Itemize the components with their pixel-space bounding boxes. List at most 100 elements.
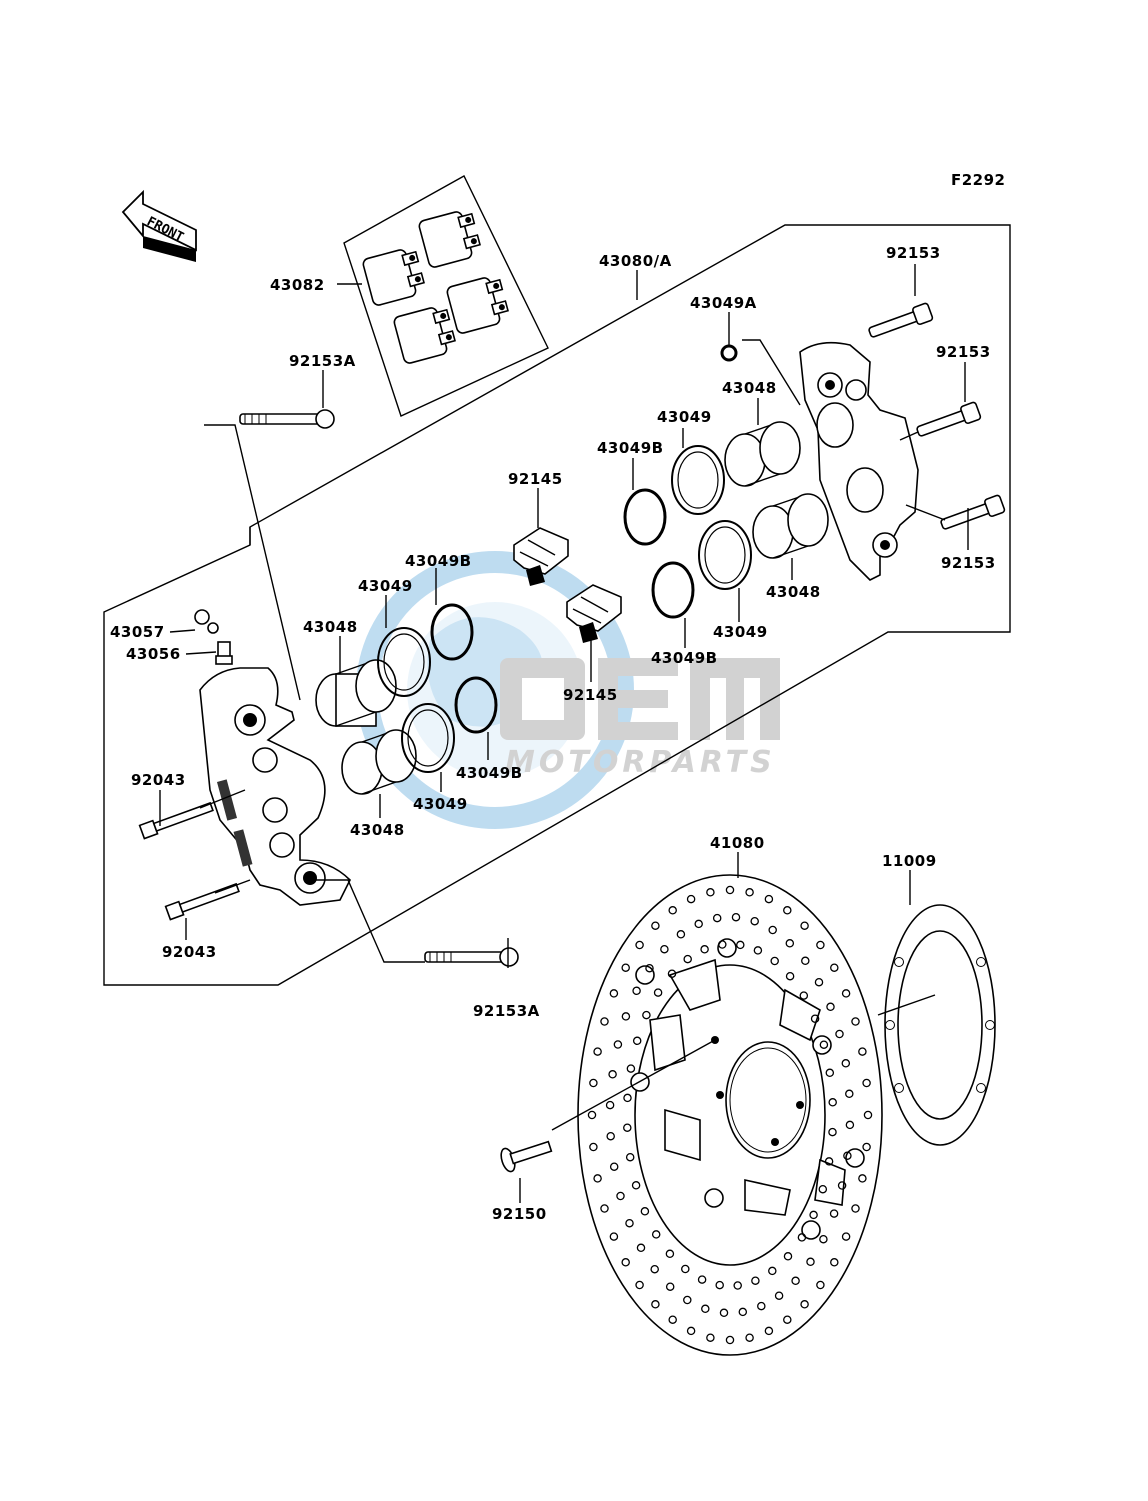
disc-vent-hole [830, 963, 839, 972]
disc-vent-hole [818, 1184, 828, 1194]
disc-vent-hole [593, 1047, 602, 1056]
bolt-92153-b [916, 401, 982, 437]
disc-vent-hole [825, 1068, 835, 1078]
spring-92145-bottom [566, 584, 622, 643]
disc-vent-hole [589, 1078, 598, 1088]
leader-lines [159, 264, 969, 1203]
disc-vent-hole [799, 991, 809, 1000]
bolt-92153-a [868, 302, 934, 338]
label-92043-a: 92043 [131, 771, 186, 789]
disc-vent-hole [651, 1230, 661, 1239]
seal-43049B-right [651, 561, 695, 619]
disc-vent-hole [706, 888, 715, 897]
disc-vent-hole [651, 1300, 660, 1309]
disc-vent-hole [816, 940, 825, 950]
label-43049B-tr: 43049B [597, 439, 664, 457]
disc-vent-hole [751, 1276, 760, 1285]
disc-vent-hole [819, 1234, 828, 1244]
disc-vent-hole [841, 1232, 851, 1241]
label-11009: 11009 [882, 852, 937, 870]
seal-43049-right [698, 520, 752, 590]
disc-vent-hole [616, 1191, 625, 1201]
disc-vent-hole [608, 1070, 617, 1079]
label-43049-right: 43049 [713, 623, 768, 641]
disc-vent-hole [753, 946, 763, 955]
disc-vent-hole [764, 1326, 774, 1336]
disc-vent-hole [862, 1078, 871, 1088]
disc-vent-hole [770, 956, 779, 966]
label-43049B-mid: 43049B [405, 552, 472, 570]
disc-vent-hole [609, 989, 619, 998]
label-92150: 92150 [492, 1205, 547, 1223]
disc-vent-hole [828, 1098, 837, 1107]
disc-vent-hole [715, 1280, 724, 1290]
disc-vent-hole [845, 1089, 854, 1099]
disc-vent-hole [668, 1315, 677, 1324]
disc-vent-hole [686, 1326, 696, 1336]
disc-vent-hole [863, 1110, 873, 1120]
disc-vent-hole [862, 1142, 871, 1152]
disc-vent-hole [785, 971, 795, 981]
disc-vent-hole [660, 944, 669, 954]
disc-vent-hole [605, 1100, 615, 1110]
disc-vent-hole [851, 1017, 860, 1026]
gasket-11009 [884, 904, 996, 1146]
disc-vent-hole [700, 945, 709, 954]
disc-vent-hole [768, 1266, 777, 1276]
disc-vent-hole [801, 956, 810, 966]
disc-vent-hole [810, 1014, 820, 1023]
label-92153-c: 92153 [941, 554, 996, 572]
disc-vent-hole [736, 940, 745, 950]
disc-vent-hole [697, 1275, 707, 1284]
disc-vent-hole [800, 1300, 809, 1309]
disc-vent-hole [665, 1249, 675, 1259]
label-43049A: 43049A [690, 294, 757, 312]
disc-vent-hole [621, 1258, 630, 1267]
piston-43048-right [752, 493, 829, 559]
disc-vent-hole [757, 1301, 766, 1311]
disc-vent-hole [745, 1333, 754, 1342]
disc-vent-hole [645, 963, 654, 973]
disc-vent-hole [733, 1281, 742, 1290]
disc-vent-hole [613, 1040, 623, 1049]
disc-vent-hole [686, 894, 696, 904]
label-43049B-low: 43049B [456, 764, 523, 782]
disc-vent-hole [694, 919, 703, 929]
seal-43049-low [401, 703, 455, 773]
label-43049-low: 43049 [413, 795, 468, 813]
disc-vent-hole [668, 906, 677, 915]
washer-43049A [720, 344, 738, 362]
disc-vent-hole [824, 1157, 834, 1166]
disc-vent-hole [650, 1264, 659, 1274]
disc-vent-hole [587, 1110, 597, 1120]
disc-vent-hole [785, 939, 795, 948]
disc-vent-hole [835, 1029, 844, 1039]
part-labels: 43082 92153A 43080/A 43049A 92153 92153 … [110, 244, 996, 1223]
label-92145-bottom: 92145 [563, 686, 618, 704]
front-arrow-icon: FRONT [121, 189, 197, 262]
disc-vent-hole [653, 988, 663, 997]
disc-vent-hole [797, 1233, 807, 1242]
disc-vent-hole [609, 1232, 619, 1241]
label-92153-b: 92153 [936, 343, 991, 361]
disc-vent-hole [683, 954, 692, 964]
disc-vent-hole [676, 930, 686, 939]
disc-vent-hole [816, 1280, 825, 1290]
disc-vent-hole [589, 1142, 598, 1152]
bolt-92153-c [940, 494, 1006, 530]
seal-43049-mid [377, 627, 431, 697]
disc-vent-hole [783, 1315, 792, 1324]
bolt-92043-a [138, 801, 214, 840]
disc-vent-hole [631, 1181, 641, 1190]
disc-vent-hole [837, 1181, 847, 1190]
disc-vent-hole [635, 1280, 644, 1290]
disc-vent-hole [651, 921, 660, 930]
disc-vent-hole [858, 1174, 867, 1183]
oem-motorparts-watermark: MOTORPARTS [356, 551, 780, 829]
brake-pads [362, 211, 509, 364]
disc-vent-hole [712, 913, 722, 923]
disc-vent-hole [768, 925, 777, 935]
disc-vent-hole [625, 1218, 634, 1228]
disc-vent-hole [623, 1123, 632, 1132]
